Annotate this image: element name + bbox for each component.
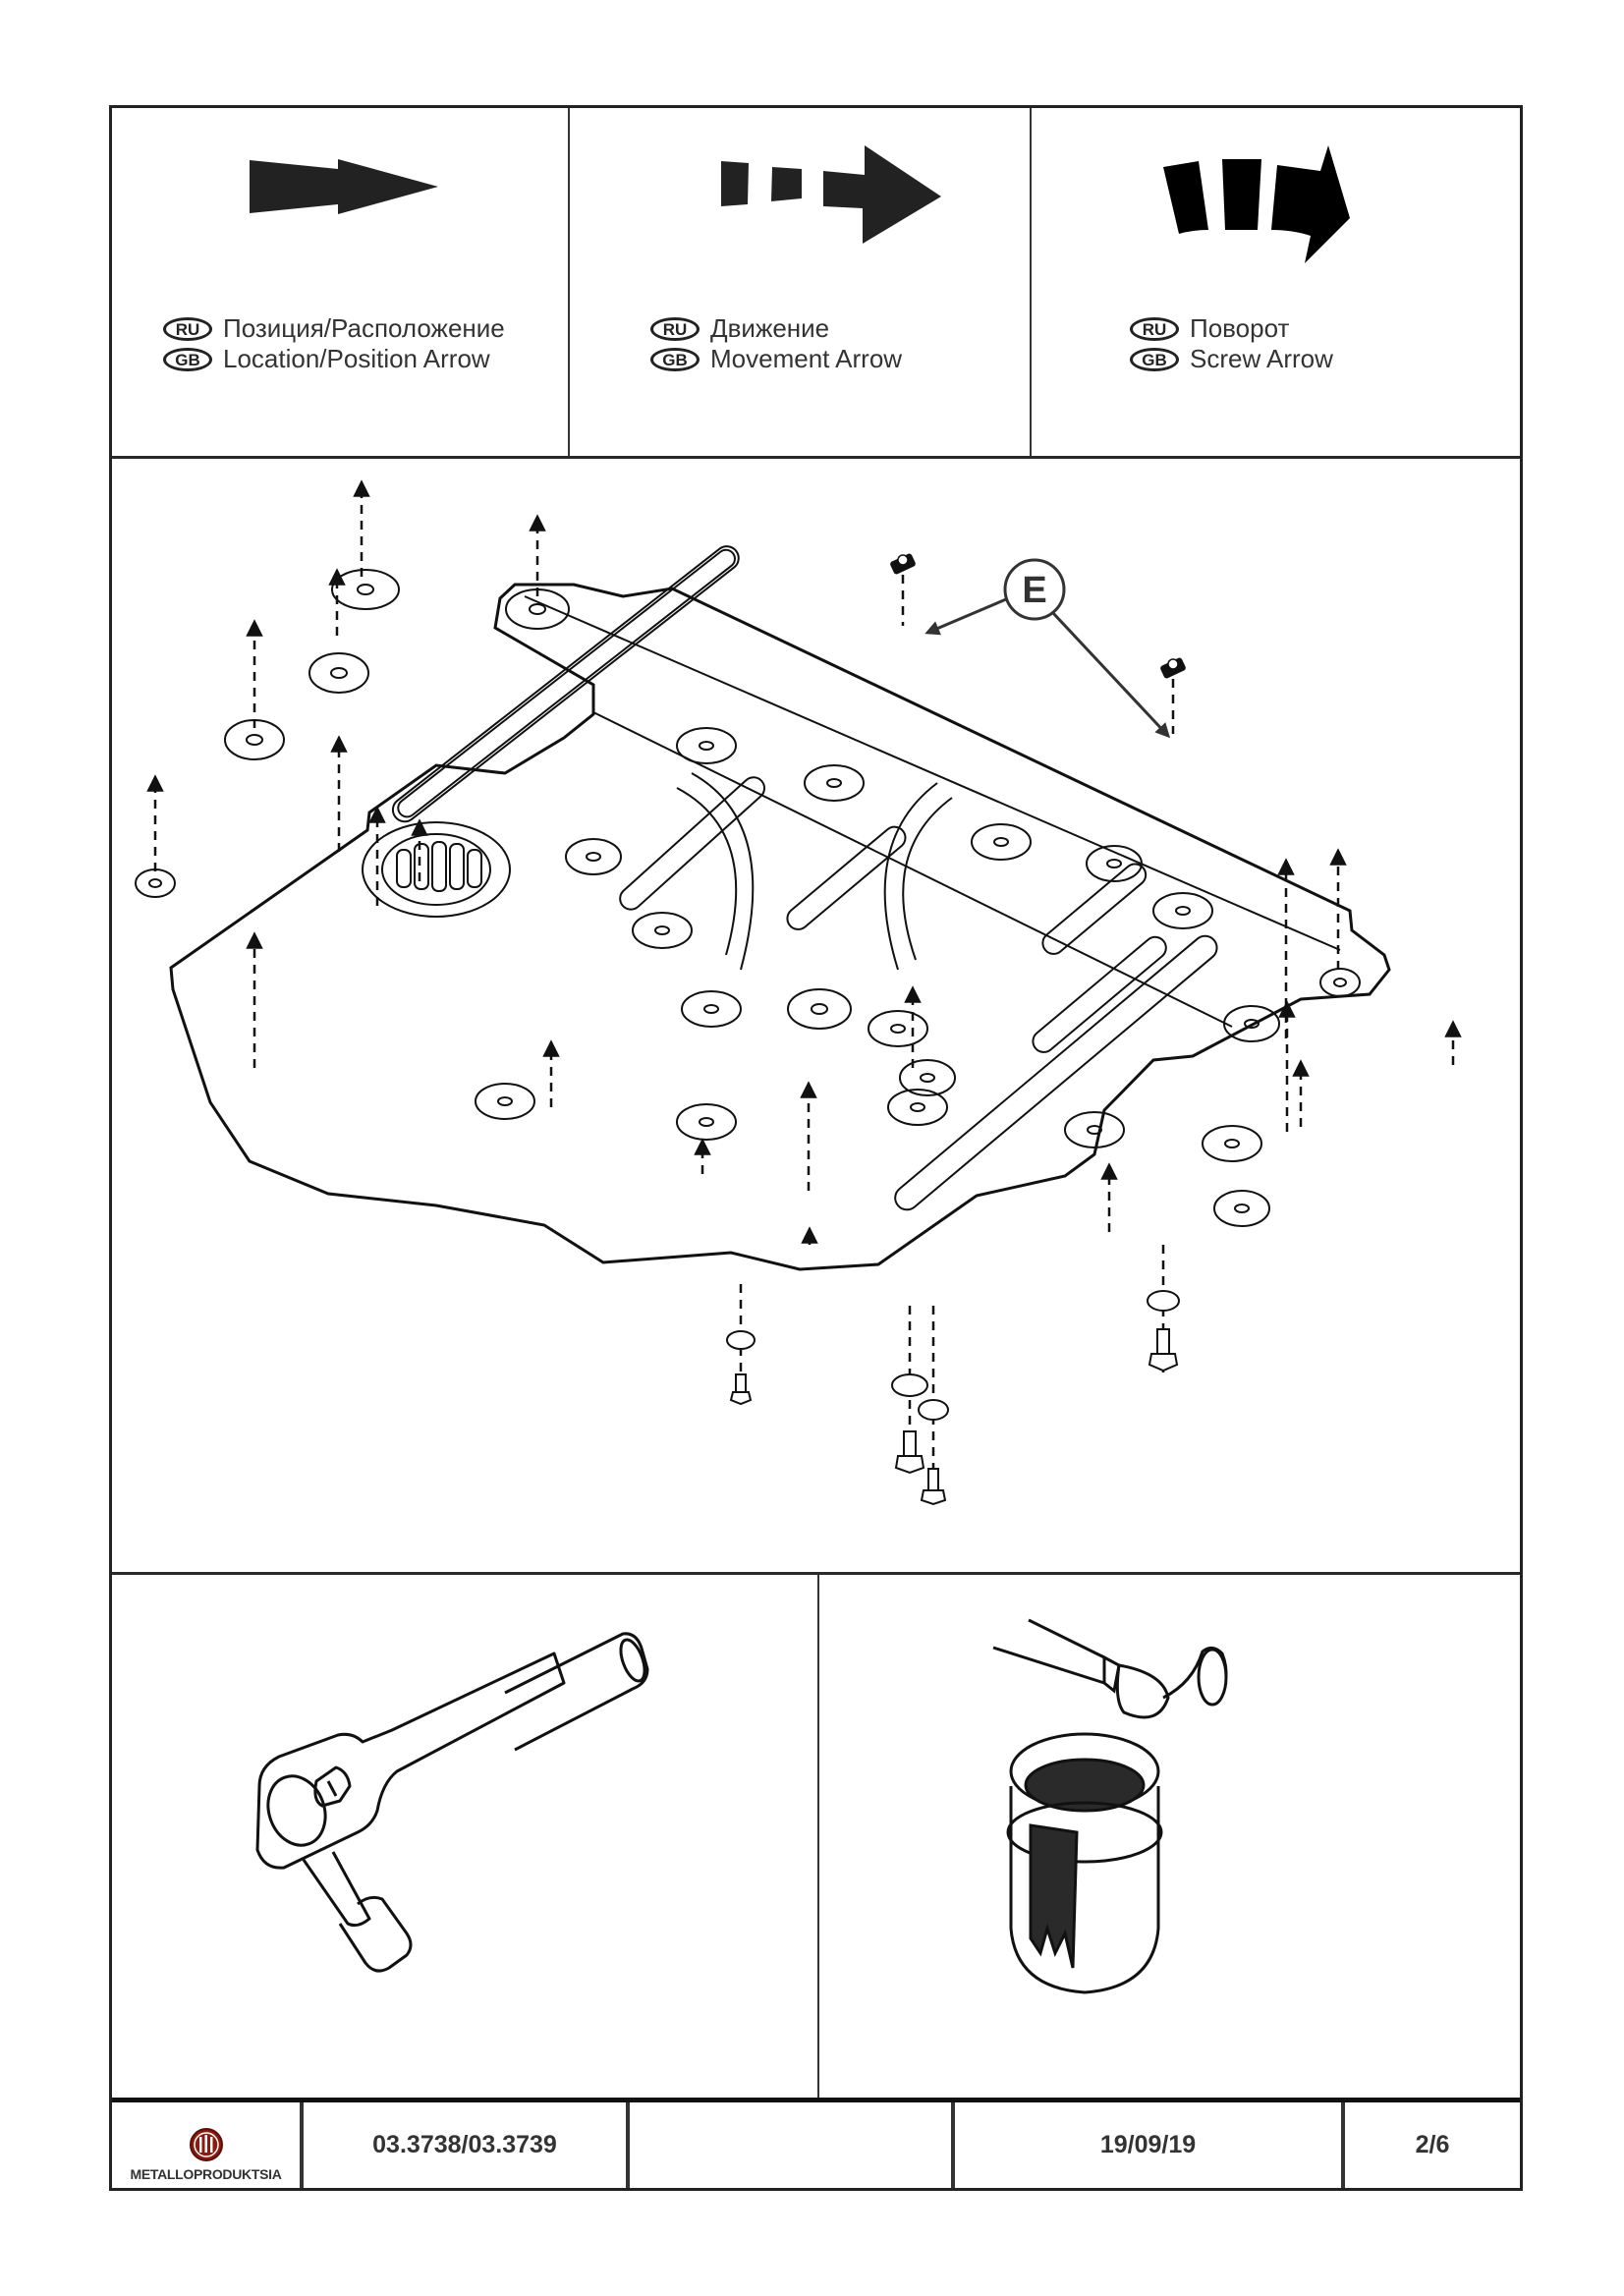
legend-text: RU Поворот GB Screw Arrow xyxy=(1130,313,1333,374)
drain-grille xyxy=(362,821,511,918)
skid-plate-outline xyxy=(169,583,1391,1271)
gb-badge: GB xyxy=(650,347,700,371)
ru-badge: RU xyxy=(1130,316,1179,341)
bolt-icon xyxy=(735,1373,747,1393)
washer-icon xyxy=(918,1399,949,1421)
gb-label: Screw Arrow xyxy=(1190,344,1333,373)
legend-row: RU Позиция/Расположение GB Location/Positi… xyxy=(112,108,1520,459)
ru-badge: RU xyxy=(163,316,212,341)
page-number: 2/6 xyxy=(1341,2102,1520,2188)
bolt-icon xyxy=(927,1468,939,1491)
paint-panel xyxy=(817,1575,1520,2098)
movement-arrow-icon xyxy=(721,145,941,244)
bolt-icon xyxy=(903,1430,917,1457)
blank-cell xyxy=(626,2102,951,2188)
gb-badge: GB xyxy=(1130,347,1179,371)
ratchet-wrench-panel xyxy=(112,1575,817,2098)
title-block: METALLOPRODUKTSIA 03.3738/03.3739 19/09/… xyxy=(112,2102,1520,2188)
callout-e: E xyxy=(924,558,1171,739)
part-number: 03.3738/03.3739 xyxy=(300,2102,626,2188)
gb-label: Movement Arrow xyxy=(710,344,903,373)
legend-location-arrow: RU Позиция/Расположение GB Location/Positi… xyxy=(112,108,568,456)
mounting-points xyxy=(135,569,1361,1227)
ru-label: Движение xyxy=(710,313,830,343)
skid-plate-drawing: E xyxy=(135,479,1462,1506)
washer-icon xyxy=(726,1330,756,1350)
legend-screw-arrow: RU Поворот GB Screw Arrow xyxy=(1030,108,1520,456)
callout-label: E xyxy=(1022,570,1046,611)
legend-text: RU Движение GB Movement Arrow xyxy=(650,313,902,374)
stiffening-slots xyxy=(391,545,1218,1211)
location-arrow-icon xyxy=(250,159,438,214)
plate-ridge-line xyxy=(592,711,1233,1028)
brand-logo-cell: METALLOPRODUKTSIA xyxy=(112,2102,300,2188)
ru-badge: RU xyxy=(650,316,700,341)
washer-icon xyxy=(891,1373,928,1397)
ratchet-wrench-icon xyxy=(255,1632,649,1973)
clip-nut-icon xyxy=(1160,657,1186,734)
direction-arrows xyxy=(146,479,1462,1245)
bolt-icon xyxy=(1156,1328,1170,1355)
legend-movement-arrow: RU Движение GB Movement Arrow xyxy=(568,108,1030,456)
gb-label: Location/Position Arrow xyxy=(223,344,490,373)
instruction-sheet-frame: RU Позиция/Расположение GB Location/Positi… xyxy=(109,105,1523,2191)
tools-row xyxy=(112,1575,1520,2102)
ru-label: Поворот xyxy=(1190,313,1290,343)
plate-edge-flange xyxy=(524,595,1341,951)
brand-name: METALLOPRODUKTSIA xyxy=(130,2166,282,2182)
washer-icon xyxy=(1147,1290,1180,1312)
paint-can-brush-icon xyxy=(992,1618,1228,1994)
legend-text: RU Позиция/Расположение GB Location/Positi… xyxy=(163,313,505,374)
screw-arrow-icon xyxy=(1163,145,1350,263)
assembly-diagram: E xyxy=(112,459,1520,1575)
ru-label: Позиция/Расположение xyxy=(223,313,505,343)
fasteners xyxy=(726,1245,1180,1506)
brand-logo-icon xyxy=(189,2128,223,2161)
date: 19/09/19 xyxy=(951,2102,1341,2188)
clip-nut-icon xyxy=(890,553,916,626)
gb-badge: GB xyxy=(163,347,212,371)
